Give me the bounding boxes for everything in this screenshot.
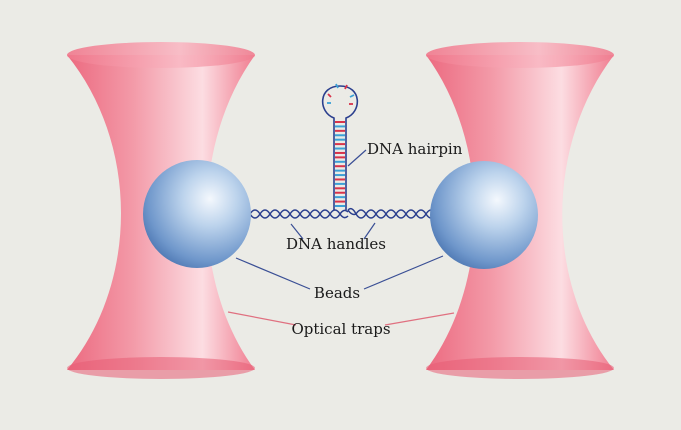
dna-handle-left — [249, 209, 349, 219]
leader-handles-left — [290, 223, 304, 240]
leader-beads-left — [235, 257, 311, 290]
leader-lines — [227, 149, 455, 326]
label-dna-hairpin: DNA hairpin — [367, 140, 463, 158]
bead-right — [430, 161, 538, 269]
bead-left — [143, 160, 251, 268]
leader-handles-right — [363, 222, 376, 240]
label-dna-handles: DNA handles — [286, 235, 386, 253]
label-beads: Beads — [314, 284, 360, 302]
hairpin-base-pairs — [335, 121, 345, 207]
leader-hairpin — [347, 149, 367, 167]
leader-traps-left — [227, 311, 297, 326]
dna-hairpin — [321, 83, 359, 210]
label-optical-traps: Optical traps — [291, 320, 390, 338]
leader-beads-right — [363, 255, 444, 290]
leader-traps-right — [384, 312, 455, 326]
dna-handle-right — [347, 207, 441, 219]
